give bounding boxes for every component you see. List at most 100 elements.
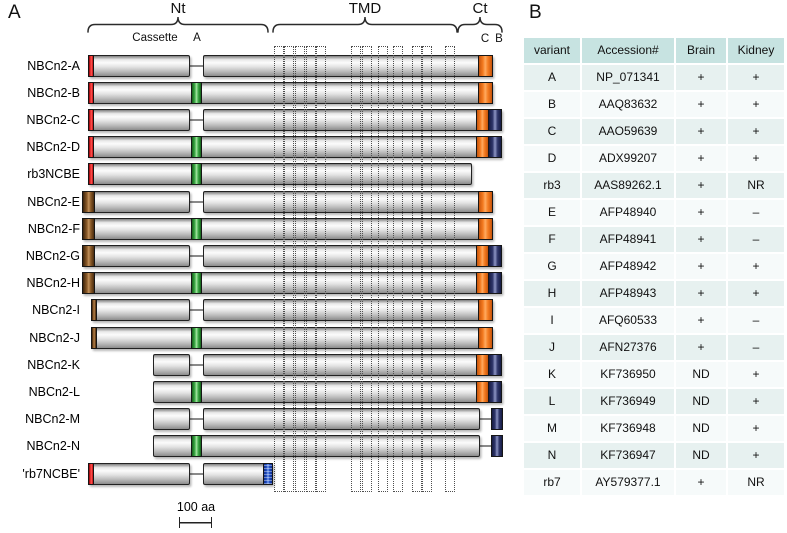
segment-connector — [188, 65, 205, 67]
variant-label: NBCn2-J — [29, 331, 80, 345]
table-cell: AFP48943 — [582, 281, 674, 306]
table-cell: + — [676, 254, 726, 279]
nt-red-cassette — [88, 55, 94, 77]
a-cassette — [191, 327, 202, 349]
a-cassette — [191, 435, 202, 457]
table-cell: D — [524, 146, 580, 171]
ct-b-cassette — [488, 245, 502, 267]
variant-label: NBCn2-M — [25, 412, 80, 426]
protein-bar-segment — [88, 109, 190, 131]
tm-segment-box — [378, 46, 388, 492]
nt-brace — [87, 16, 269, 33]
tmd-region-label: TMD — [348, 0, 382, 17]
variant-label: NBCn2-D — [26, 140, 81, 154]
table-cell: AAS89262.1 — [582, 173, 674, 198]
a-cassette — [191, 272, 202, 294]
tm-segment-box — [274, 46, 284, 492]
table-cell: NR — [728, 470, 784, 495]
tm-segment-box — [351, 46, 361, 492]
b-cassette-label: B — [495, 33, 503, 45]
nt-brown-cassette — [82, 272, 95, 294]
table-cell: + — [728, 389, 784, 414]
table-header-cell: Brain — [676, 38, 726, 63]
nt-brown-cassette — [82, 245, 95, 267]
variant-label: NBCn2-K — [27, 358, 80, 372]
table-cell: I — [524, 308, 580, 333]
segment-connector — [188, 119, 205, 121]
nt-brown-cassette — [82, 218, 95, 240]
panel-b-label: B — [529, 2, 542, 23]
a-cassette — [191, 218, 202, 240]
table-cell: + — [728, 416, 784, 441]
tm-segment-box — [422, 46, 432, 492]
variant-label: NBCn2-L — [28, 385, 80, 399]
ct-region-label: Ct — [472, 0, 488, 17]
table-cell: G — [524, 254, 580, 279]
c-cassette-label: C — [480, 33, 490, 45]
segment-connector — [188, 418, 205, 420]
ct-b-cassette-detached — [491, 408, 503, 430]
table-cell: + — [676, 65, 726, 90]
table-cell: KF736949 — [582, 389, 674, 414]
tmd-brace — [272, 16, 458, 33]
table-header-cell: Accession# — [582, 38, 674, 63]
table-cell: + — [728, 362, 784, 387]
protein-bar-segment — [88, 55, 190, 77]
table-cell: AFP48942 — [582, 254, 674, 279]
table-cell: + — [728, 254, 784, 279]
table-cell: + — [676, 470, 726, 495]
cassette-label: Cassette — [132, 32, 178, 44]
table-cell: AY579377.1 — [582, 470, 674, 495]
table-cell: E — [524, 200, 580, 225]
ct-c-cassette — [478, 299, 493, 321]
variant-label: 'rb7NCBE' — [22, 467, 80, 481]
variant-label: NBCn2-N — [26, 439, 81, 453]
ct-b-cassette-detached — [491, 435, 503, 457]
nt-brown-cassette — [82, 191, 95, 213]
scale-bar-label: 100 aa — [176, 500, 216, 514]
a-cassette — [191, 381, 202, 403]
table-cell: N — [524, 443, 580, 468]
variant-label: NBCn2-C — [26, 113, 81, 127]
table-cell: J — [524, 335, 580, 360]
segment-connector — [188, 201, 205, 203]
table-cell: + — [728, 65, 784, 90]
a-cassette — [191, 136, 202, 158]
table-cell: + — [676, 335, 726, 360]
table-cell: + — [676, 308, 726, 333]
scale-bar — [179, 517, 212, 528]
tm-segment-box — [393, 46, 403, 492]
ct-b-cassette — [488, 136, 502, 158]
table-cell: C — [524, 119, 580, 144]
variant-label: NBCn2-I — [32, 303, 80, 317]
table-cell: + — [676, 92, 726, 117]
table-cell: + — [676, 173, 726, 198]
table-cell: – — [728, 335, 784, 360]
region-braces — [87, 16, 503, 33]
table-header-cell: Kidney — [728, 38, 784, 63]
segment-connector — [188, 364, 205, 366]
ct-c-cassette — [478, 82, 493, 104]
ct-c-cassette — [478, 327, 493, 349]
table-cell: KF736947 — [582, 443, 674, 468]
ct-connector — [479, 445, 492, 447]
table-cell: + — [728, 146, 784, 171]
table-cell: KF736950 — [582, 362, 674, 387]
nt-red-cassette — [88, 136, 94, 158]
tm-segment-box — [445, 46, 455, 492]
tm-segment-box — [284, 46, 294, 492]
tm-segment-box — [316, 46, 326, 492]
protein-bar-segment — [82, 245, 190, 267]
nt-red-cassette — [88, 463, 94, 485]
table-cell: – — [728, 308, 784, 333]
table-cell: AFP48941 — [582, 227, 674, 252]
nt-region-label: Nt — [170, 0, 186, 17]
nt-brown-cassette — [91, 299, 97, 321]
nt-red-cassette — [88, 82, 94, 104]
a-cassette — [191, 163, 202, 185]
rb7-blue-cassette — [263, 463, 273, 485]
table-cell: ADX99207 — [582, 146, 674, 171]
table-cell: ND — [676, 416, 726, 441]
